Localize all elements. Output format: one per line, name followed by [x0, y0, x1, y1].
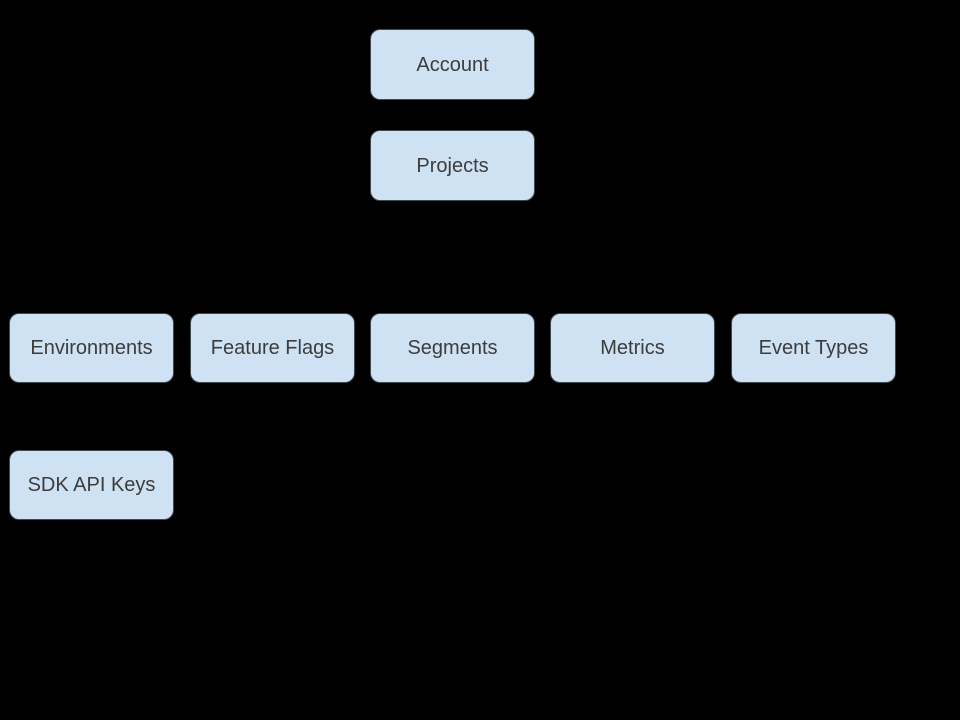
- node-projects-label: Projects: [416, 154, 489, 177]
- node-sdk-api-keys-label: SDK API Keys: [27, 474, 156, 496]
- node-account-label: Account: [416, 53, 489, 76]
- node-metrics-label: Metrics: [600, 337, 665, 359]
- node-feature-flags: Feature Flags: [190, 313, 355, 383]
- node-event-types-label: Event Types: [758, 337, 869, 359]
- node-projects: Projects: [370, 130, 535, 201]
- node-metrics: Metrics: [550, 313, 715, 383]
- node-environments-label: Environments: [30, 337, 153, 359]
- node-segments: Segments: [370, 313, 535, 383]
- node-event-types: Event Types: [731, 313, 896, 383]
- node-segments-label: Segments: [407, 337, 498, 359]
- node-sdk-api-keys: SDK API Keys: [9, 450, 174, 520]
- node-account: Account: [370, 29, 535, 100]
- node-environments: Environments: [9, 313, 174, 383]
- node-feature-flags-label: Feature Flags: [210, 337, 335, 359]
